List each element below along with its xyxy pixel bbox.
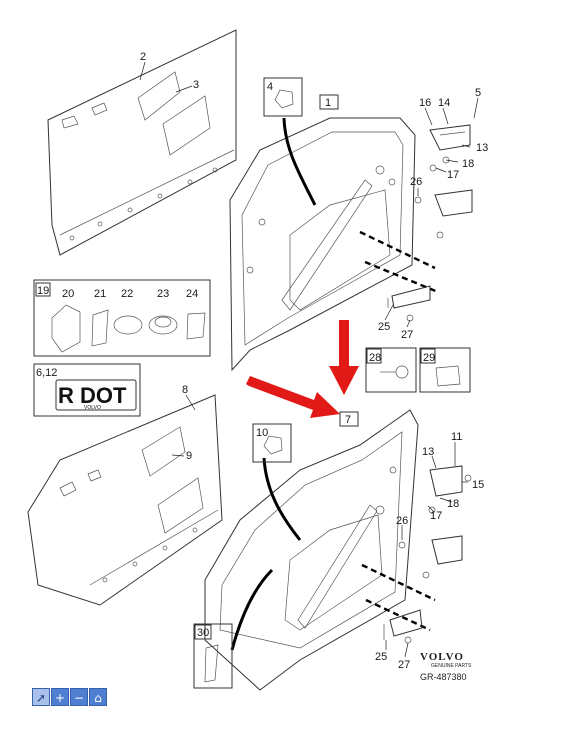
- home-icon[interactable]: ⌂: [89, 688, 107, 706]
- box-1: [319, 94, 339, 110]
- dashed-axis-2: [364, 260, 439, 294]
- callout-25-bottom: 25: [375, 651, 387, 663]
- callout-21: 21: [94, 288, 106, 300]
- cursor-icon[interactable]: ➚: [32, 688, 50, 706]
- hinge-upper-front: [429, 124, 471, 172]
- badge-box: [33, 363, 141, 417]
- callout-18-top: 18: [462, 158, 474, 170]
- zoom-in-icon[interactable]: +: [51, 688, 69, 706]
- kit-box-19: [33, 279, 211, 357]
- callout-4: 4: [267, 81, 273, 93]
- callout-13-bottom: 13: [422, 446, 434, 458]
- red-arrow-down: [329, 320, 359, 395]
- callout-27-top: 27: [401, 329, 413, 341]
- dashed-axis-3: [361, 563, 436, 602]
- hinge-lower-rear: [398, 535, 463, 579]
- callout-14: 14: [438, 97, 450, 109]
- callout-8: 8: [182, 384, 188, 396]
- zoom-toolbar: ➚ + − ⌂: [32, 688, 107, 706]
- door-frame-front: [229, 117, 416, 372]
- brand-tagline: GENUINE PARTS: [431, 663, 472, 669]
- callout-6-12: 6,12: [36, 367, 57, 379]
- callout-17-top: 17: [447, 169, 459, 181]
- dashed-axis-4: [365, 598, 431, 632]
- red-arrow-diagonal: [246, 376, 340, 418]
- callout-13-top: 13: [476, 142, 488, 154]
- callout-28: 28: [369, 352, 381, 364]
- callout-15: 15: [472, 479, 484, 491]
- reference-number: GR-487380: [420, 672, 467, 682]
- door-frame-rear: [204, 409, 419, 691]
- callout-9: 9: [186, 450, 192, 462]
- zoom-out-icon[interactable]: −: [70, 688, 88, 706]
- brand-logo-text: VOLVO: [420, 651, 464, 663]
- box-4: [263, 77, 303, 117]
- callout-3: 3: [193, 79, 199, 91]
- callout-29: 29: [423, 352, 435, 364]
- callout-11: 11: [451, 431, 462, 443]
- callout-20: 20: [62, 288, 74, 300]
- door-check-rear: [383, 609, 423, 644]
- callout-7: 7: [345, 414, 351, 426]
- callout-1: 1: [325, 97, 331, 109]
- box-29: [419, 347, 471, 393]
- callout-25-top: 25: [378, 321, 390, 333]
- door-check-front: [387, 285, 431, 322]
- leader-thick-30: [230, 568, 274, 651]
- callout-26-top: 26: [410, 176, 422, 188]
- box-30: [193, 623, 233, 689]
- badge-subtext: VOLVO: [84, 405, 101, 411]
- dashed-axis-1: [359, 230, 436, 270]
- box-28: [365, 347, 417, 393]
- callout-10: 10: [256, 427, 268, 439]
- callout-18-bottom: 18: [447, 498, 459, 510]
- callout-24: 24: [186, 288, 198, 300]
- outer-panel-rear: [27, 394, 223, 606]
- callout-23: 23: [157, 288, 169, 300]
- outer-panel-front: [47, 29, 237, 256]
- leader-thick-4: [282, 117, 317, 206]
- leader-thick-10: [262, 457, 302, 541]
- callout-17-bottom: 17: [430, 510, 442, 522]
- hinge-upper-rear: [428, 465, 472, 514]
- callout-22: 22: [121, 288, 133, 300]
- callout-2: 2: [140, 51, 146, 63]
- callout-5: 5: [475, 87, 481, 99]
- badge-text: R DOT: [58, 383, 127, 408]
- callout-16-top: 16: [419, 97, 431, 109]
- callout-26-bottom: 26: [396, 515, 408, 527]
- callout-30: 30: [197, 627, 209, 639]
- hinge-lower-front: [414, 189, 473, 239]
- box-7: [339, 411, 359, 427]
- callout-19: 19: [37, 285, 49, 297]
- leader-lines: [139, 61, 479, 658]
- callout-27-bottom: 27: [398, 659, 410, 671]
- box-10: [252, 423, 292, 463]
